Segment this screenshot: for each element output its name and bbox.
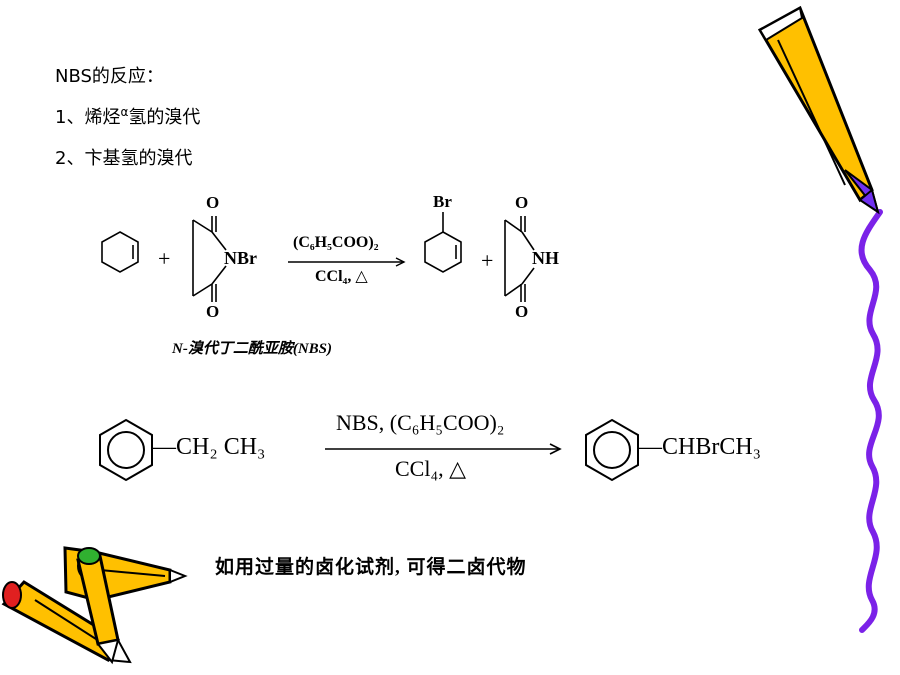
product-bromine-label: Br — [433, 192, 452, 211]
nbs-nbr-label: NBr — [224, 248, 257, 268]
slide-heading: NBS的反应： — [55, 66, 164, 87]
list-item-alkene-alpha: 1、烯烃α氢的溴代 — [55, 103, 200, 129]
reaction-arrow — [288, 257, 406, 267]
imide-carbonyl-top: O — [515, 193, 529, 212]
reaction1-reagent-top: (C₆H₅COO)₂ — [293, 234, 379, 251]
nbs-structure — [192, 216, 227, 302]
list-item-benzyl: 2、卞基氢的溴代 — [55, 148, 193, 169]
nbs-caption: N-溴代丁二酰亚胺(NBS) — [172, 341, 332, 357]
reaction1-reagent-bottom: CCl₄, △ — [315, 268, 368, 285]
reaction2-reagent-top: NBS, (C₆H₅COO)₂ — [336, 410, 505, 435]
bromoethyl-group-label: —CHBrCH₃ — [638, 434, 762, 460]
nbs-carbonyl-bottom: O — [206, 302, 220, 321]
ethylbenzene-ring — [99, 418, 153, 482]
product-benzene-ring — [585, 418, 639, 482]
dihalide-note: 如用过量的卤化试剂, 可得二卤代物 — [215, 557, 527, 578]
bromocyclohexene-structure — [424, 212, 462, 273]
list-item-suffix: 氢的溴代 — [128, 107, 201, 128]
alpha-symbol: α — [120, 105, 129, 119]
imide-carbonyl-bottom: O — [515, 302, 529, 321]
ethyl-group-label: —CH₂ CH₃ — [152, 434, 266, 460]
list-item-prefix: 1、烯烃 — [55, 107, 121, 128]
plus-sign: + — [481, 248, 494, 273]
pencil-icon — [76, 547, 120, 665]
nbs-carbonyl-top: O — [206, 193, 220, 212]
cyclohexene-structure — [101, 231, 139, 273]
pencil-icon — [757, 5, 880, 215]
plus-sign: + — [158, 246, 171, 271]
imide-nh-label: NH — [532, 248, 559, 268]
succinimide-structure — [504, 216, 535, 302]
right-squiggle — [858, 209, 883, 633]
reaction2-reagent-bottom: CCl₄, △ — [395, 456, 467, 481]
reaction-arrow — [325, 443, 562, 455]
